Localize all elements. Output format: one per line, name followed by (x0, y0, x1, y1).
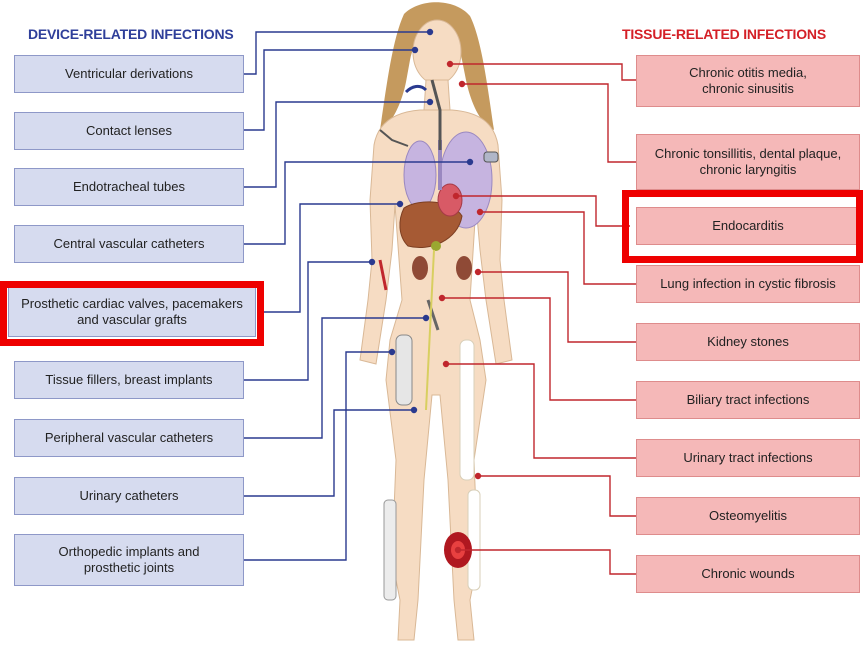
device-item-ventricular-derivations: Ventricular derivations (14, 55, 244, 93)
tissue-item-osteomyelitis: Osteomyelitis (636, 497, 860, 535)
tissue-item-lung-infection-cystic-fibrosis: Lung infection in cystic fibrosis (636, 265, 860, 303)
device-item-central-vascular-catheters: Central vascular catheters (14, 225, 244, 263)
tissue-item-chronic-otitis-media: Chronic otitis media, chronic sinusitis (636, 55, 860, 107)
tissue-item-kidney-stones: Kidney stones (636, 323, 860, 361)
tissue-item-endocarditis: Endocarditis (636, 207, 860, 245)
tissue-item-chronic-wounds: Chronic wounds (636, 555, 860, 593)
device-item-contact-lenses: Contact lenses (14, 112, 244, 150)
device-item-tissue-fillers: Tissue fillers, breast implants (14, 361, 244, 399)
device-item-urinary-catheters: Urinary catheters (14, 477, 244, 515)
tissue-item-biliary-tract-infections: Biliary tract infections (636, 381, 860, 419)
device-item-endotracheal-tubes: Endotracheal tubes (14, 168, 244, 206)
device-item-orthopedic-implants: Orthopedic implants and prosthetic joint… (14, 534, 244, 586)
device-item-peripheral-vascular-catheters: Peripheral vascular catheters (14, 419, 244, 457)
tissue-item-chronic-tonsillitis: Chronic tonsillitis, dental plaque, chro… (636, 134, 860, 190)
tissue-item-urinary-tract-infections: Urinary tract infections (636, 439, 860, 477)
device-item-prosthetic-cardiac-valves: Prosthetic cardiac valves, pacemakers an… (8, 287, 256, 337)
